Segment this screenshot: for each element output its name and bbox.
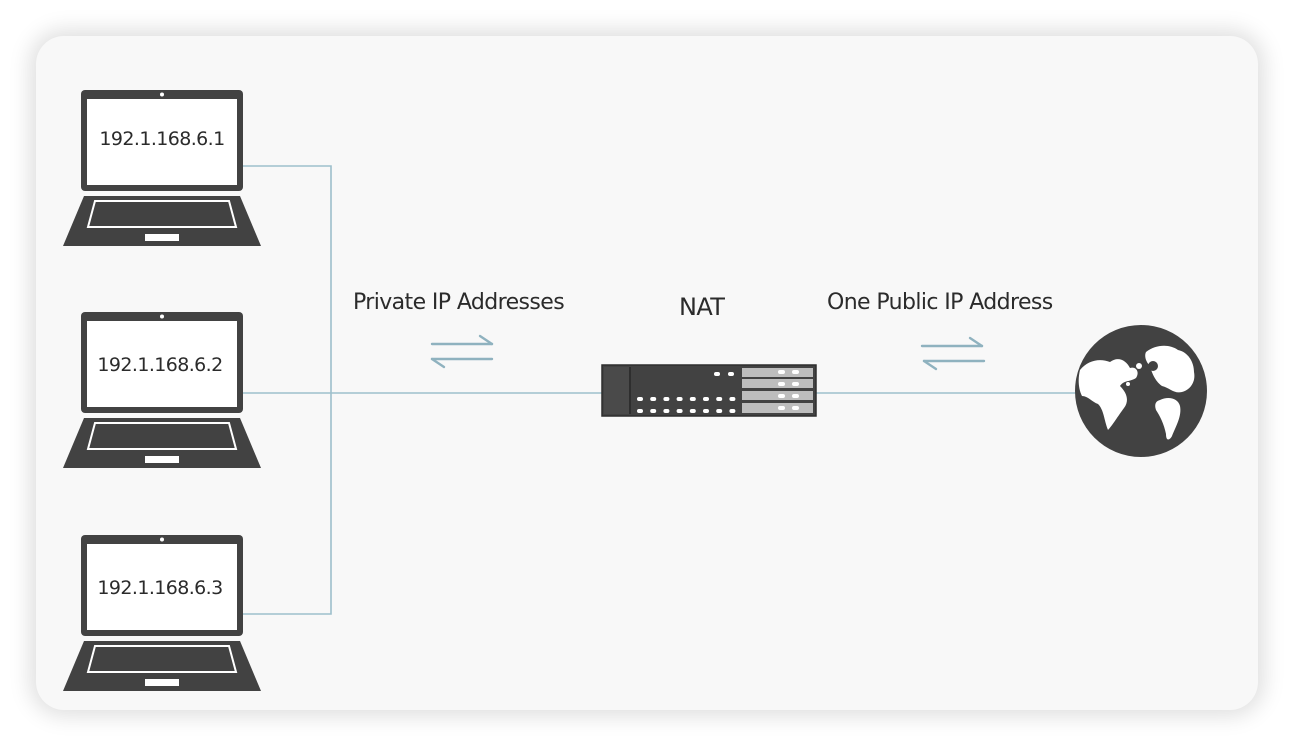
laptop-screen <box>87 321 237 407</box>
laptop-screen <box>87 99 237 185</box>
connectors <box>242 165 1078 615</box>
nat-title: NAT <box>679 293 725 321</box>
laptop-icon <box>63 90 261 246</box>
laptop-icon <box>63 535 261 691</box>
laptop-icon <box>63 312 261 468</box>
laptops <box>63 90 261 691</box>
host-2-ip-label: 192.1.168.6.2 <box>97 354 223 376</box>
bidirectional-arrow-icon <box>430 334 494 369</box>
private-ip-caption: Private IP Addresses <box>353 290 565 315</box>
host-3-ip-label: 192.1.168.6.3 <box>97 577 223 599</box>
connector-host-1 <box>242 165 332 615</box>
public-ip-caption: One Public IP Address <box>827 290 1053 315</box>
laptop-screen <box>87 544 237 630</box>
bidirectional-arrow-icon <box>920 336 986 371</box>
globe-icon <box>1075 325 1207 457</box>
host-1-ip-label: 192.1.168.6.1 <box>99 128 225 150</box>
nat-router-icon <box>601 364 817 417</box>
